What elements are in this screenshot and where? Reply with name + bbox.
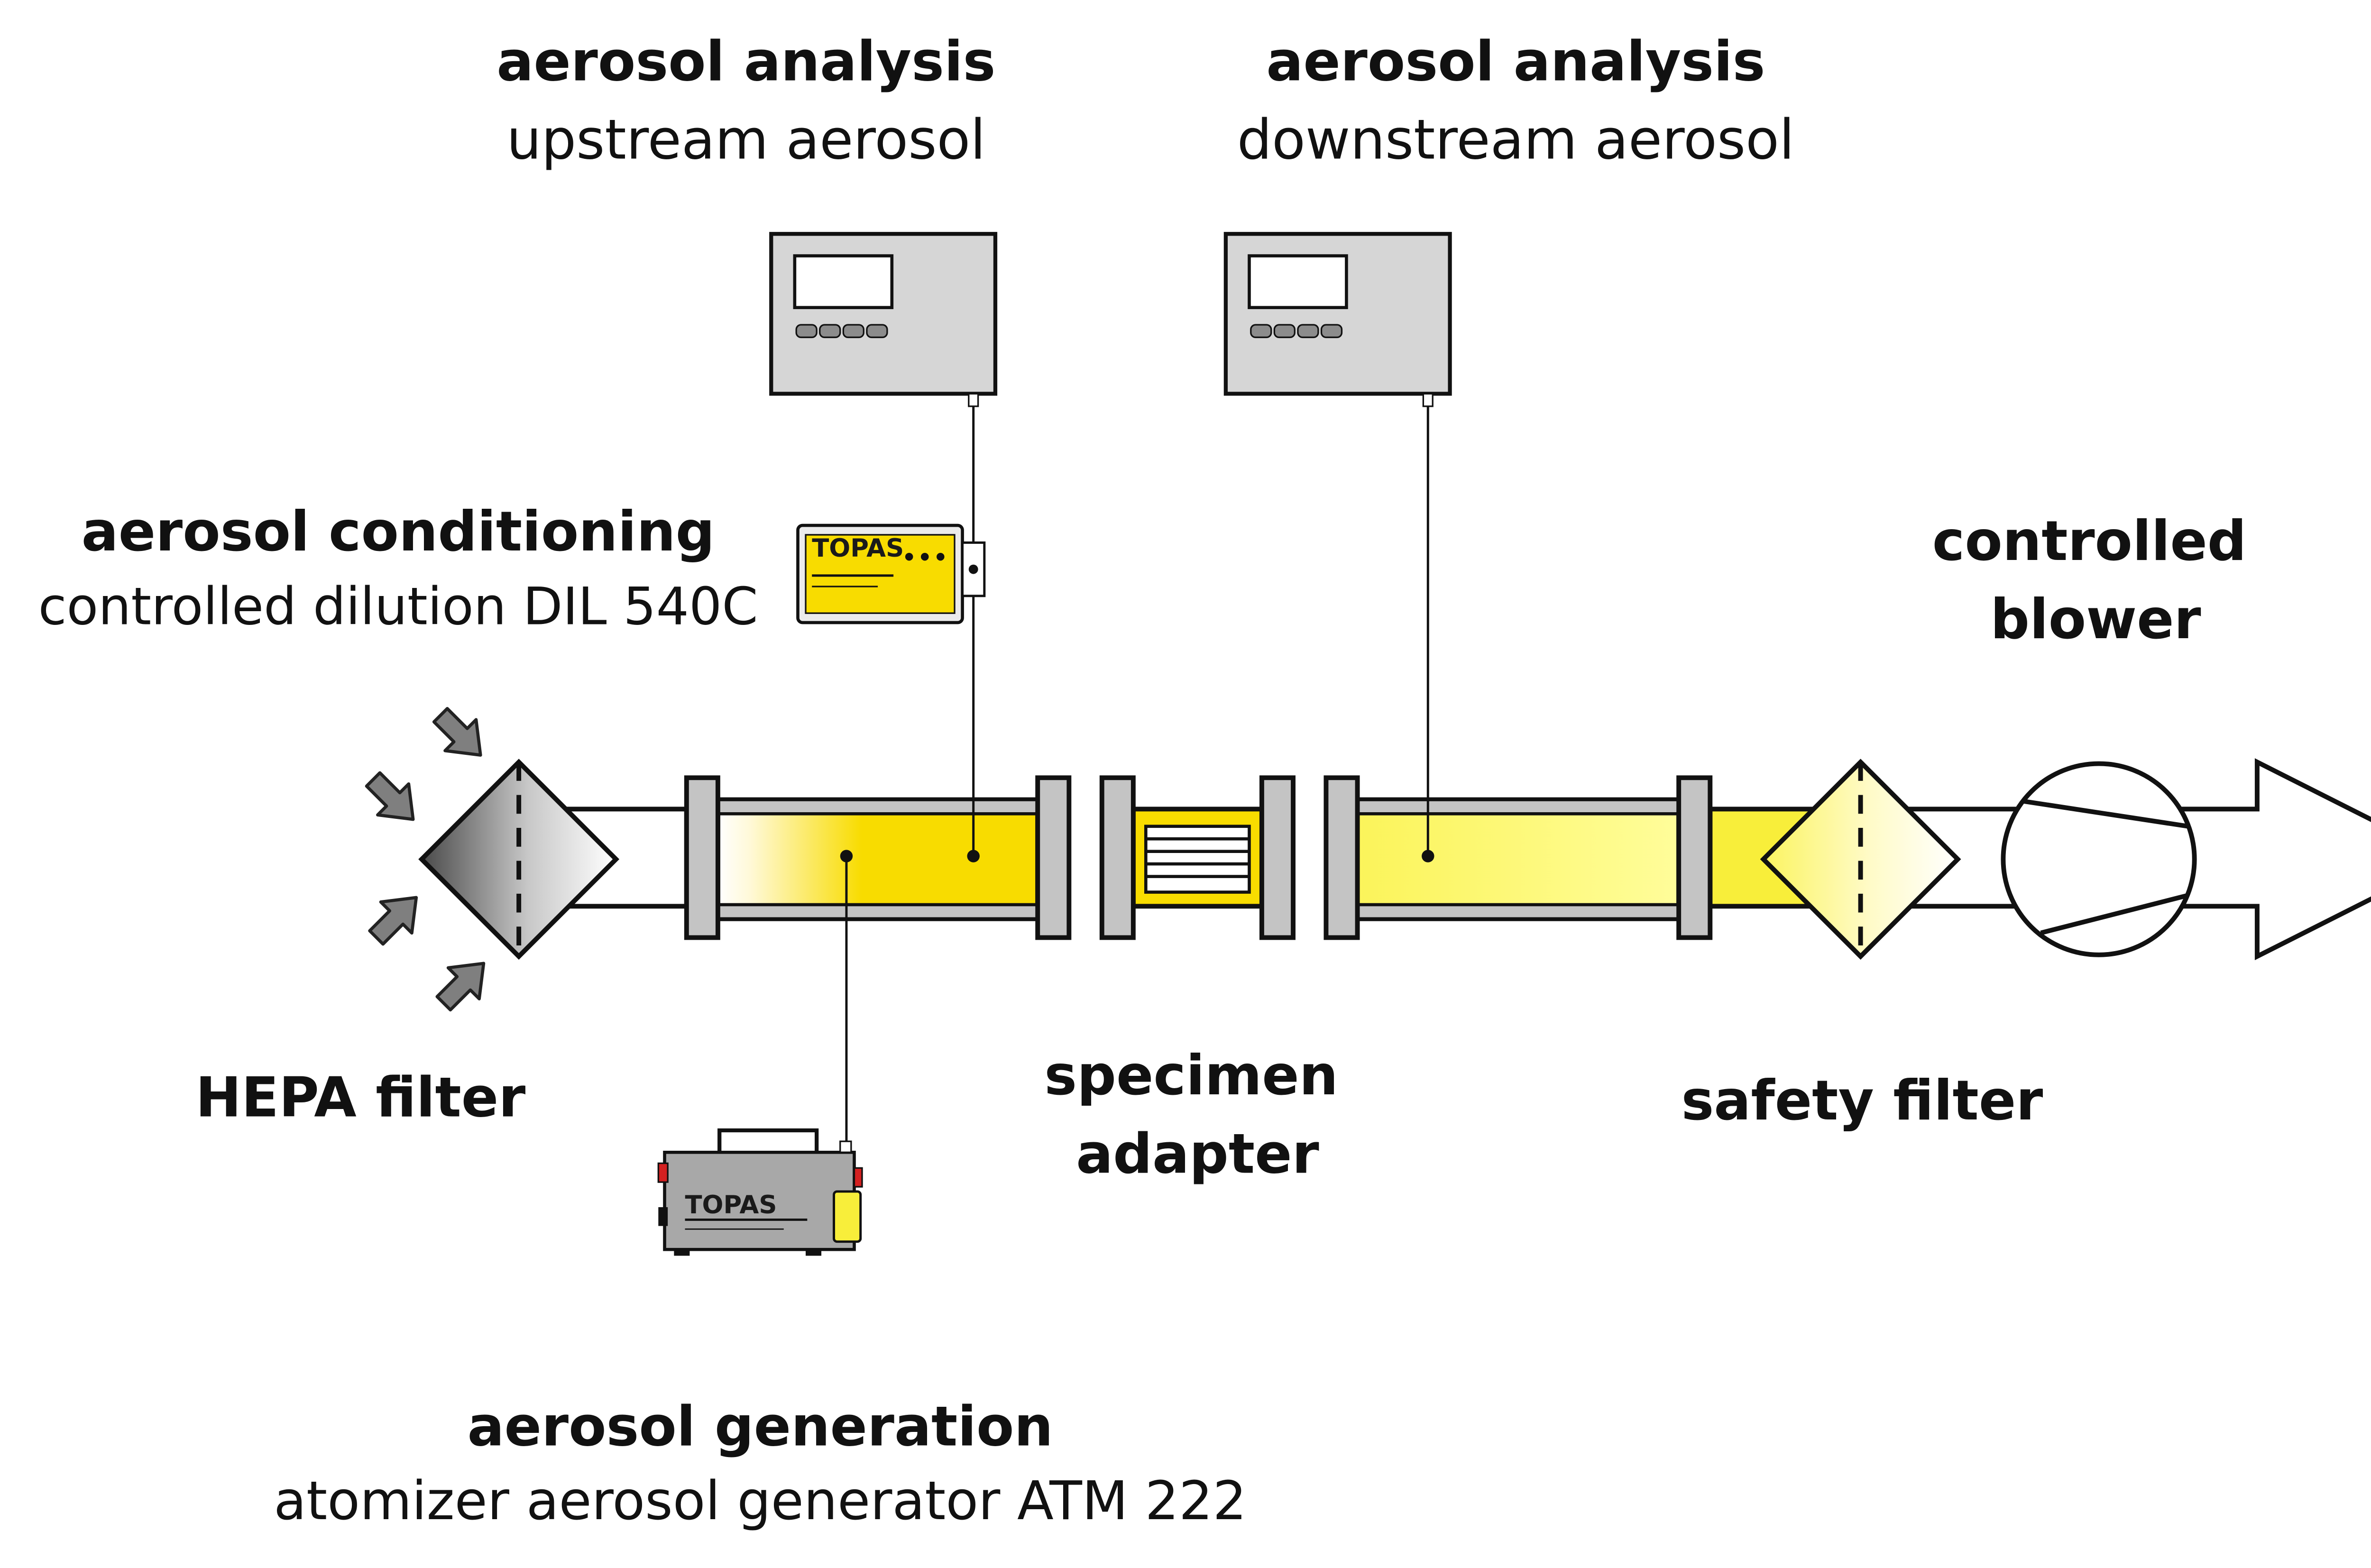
downstream-duct — [1355, 797, 1682, 921]
downstream-duct-rail-bottom — [1356, 903, 1681, 921]
hepa-filter-label: HEPA filter — [195, 1066, 525, 1129]
generator-inject-point — [840, 850, 853, 862]
blower-label-line1: controlled — [1932, 510, 2247, 573]
analysis-upstream-subtitle: upstream aerosol — [506, 109, 985, 172]
analysis-downstream-title: aerosol analysis — [1266, 30, 1765, 93]
upstream-sample-point — [967, 850, 980, 862]
safety-filter-icon — [1760, 759, 1961, 960]
inflow-arrow-icon — [365, 707, 486, 1012]
flange — [1099, 775, 1136, 940]
dilution-device-icon: TOPAS — [796, 523, 986, 624]
downstream-duct-rail-top — [1356, 798, 1681, 816]
analysis-upstream-title: aerosol analysis — [496, 30, 995, 93]
blower-label-line2: blower — [1990, 588, 2201, 651]
flange — [1035, 775, 1072, 940]
upstream-duct-rail-bottom — [716, 903, 1039, 921]
generator-icon: TOPAS — [657, 1128, 863, 1256]
upstream-duct-rail-top — [716, 798, 1039, 816]
hepa-filter-icon — [418, 759, 620, 960]
specimen-label-line1: specimen — [1044, 1044, 1338, 1108]
generation-title: aerosol generation — [467, 1395, 1053, 1458]
flange — [684, 775, 720, 940]
dilution-brand: TOPAS — [812, 534, 904, 563]
flange — [1676, 775, 1713, 940]
flange — [1323, 775, 1360, 940]
upstream-duct — [715, 797, 1040, 921]
analysis-downstream-subtitle: downstream aerosol — [1237, 109, 1794, 172]
safety-filter-label: safety filter — [1681, 1069, 2043, 1133]
specimen-label-line2: adapter — [1076, 1122, 1319, 1186]
flow-arrow-icon — [2169, 758, 2371, 961]
flange — [1259, 775, 1296, 940]
conditioning-title: aerosol conditioning — [82, 500, 715, 564]
generation-subtitle: atomizer aerosol generator ATM 222 — [274, 1470, 1247, 1532]
analyzer-icon — [769, 232, 998, 407]
blower-icon — [2001, 761, 2197, 957]
specimen-icon — [1144, 825, 1251, 894]
generator-brand: TOPAS — [685, 1191, 777, 1220]
downstream-sample-point — [1422, 850, 1434, 862]
analyzer-icon — [1223, 232, 1452, 407]
conditioning-subtitle: controlled dilution DIL 540C — [38, 576, 758, 636]
